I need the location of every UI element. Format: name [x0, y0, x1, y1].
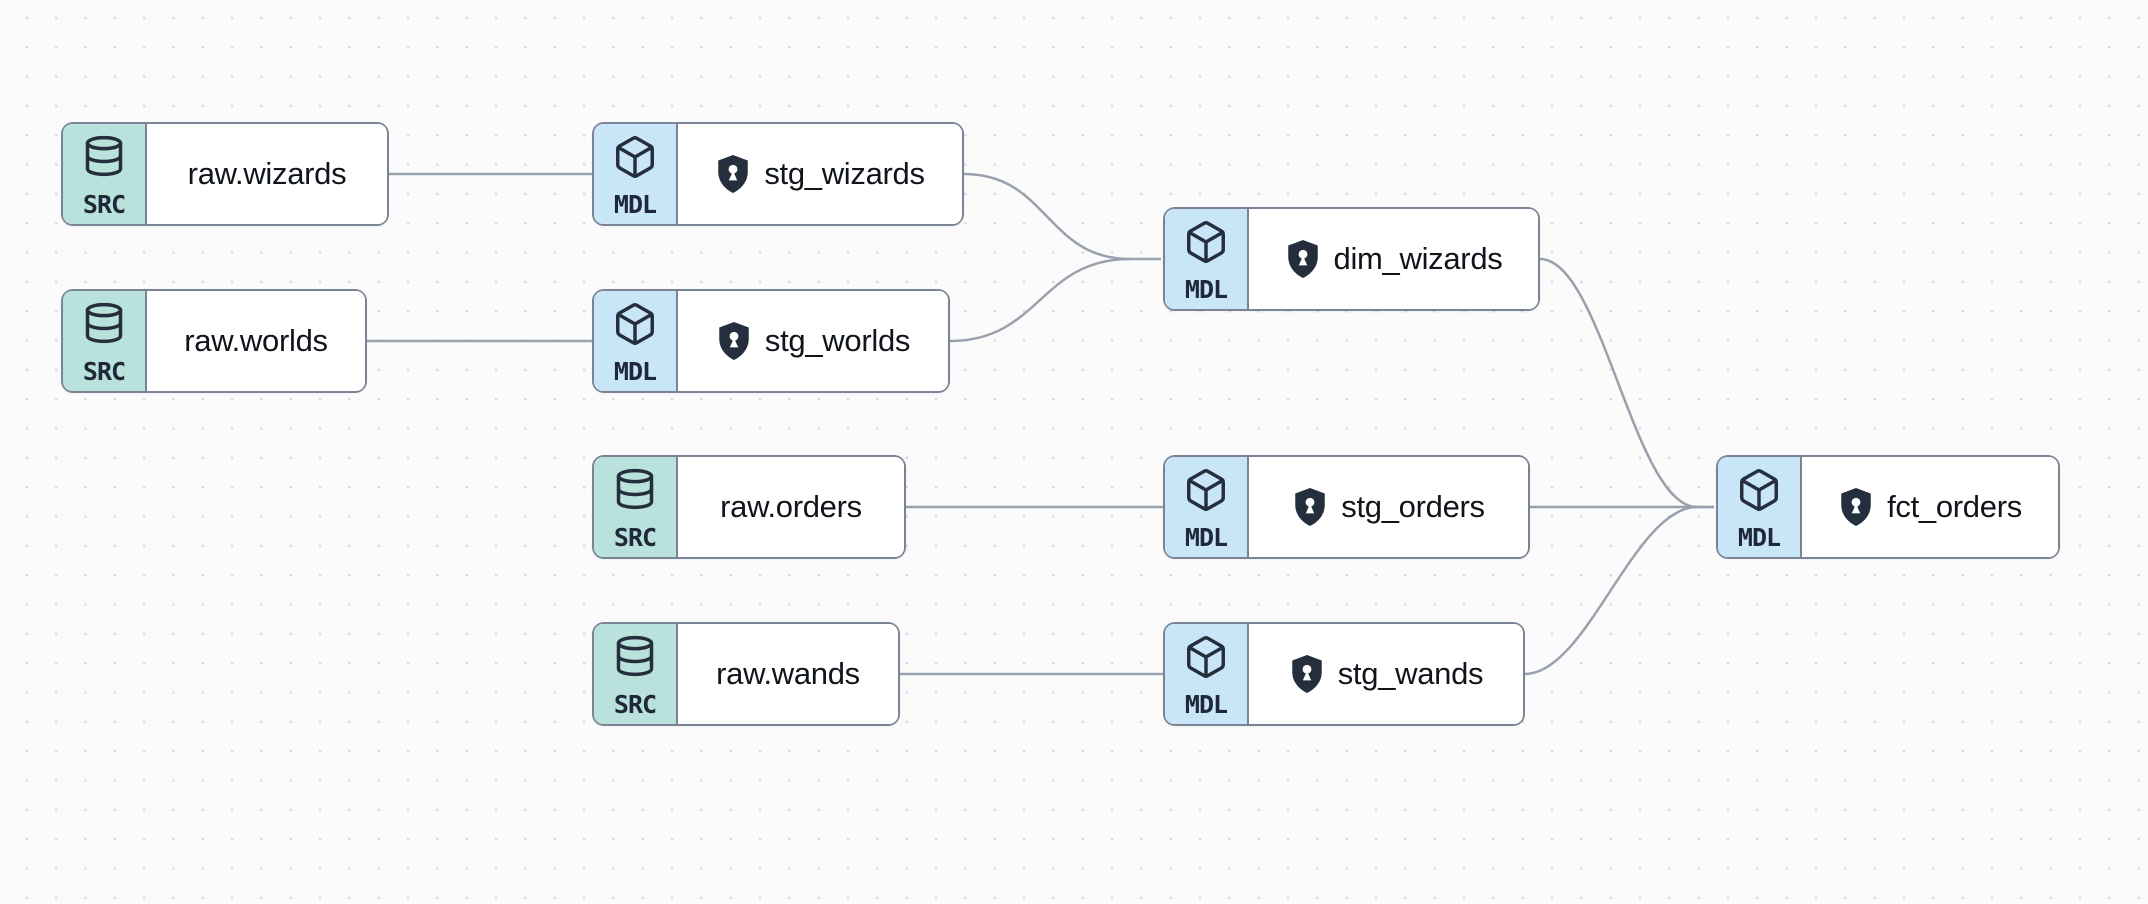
database-icon [613, 634, 657, 678]
node-stg-orders[interactable]: MDL stg_orders [1163, 455, 1530, 559]
node-type-label: SRC [82, 357, 126, 386]
node-type-badge: MDL [1165, 457, 1249, 557]
shield-lock-icon [1285, 239, 1321, 279]
node-type-label: MDL [1184, 690, 1228, 719]
node-type-label: MDL [613, 357, 657, 386]
node-body: raw.worlds [147, 291, 365, 391]
node-body: fct_orders [1802, 457, 2058, 557]
database-icon [82, 134, 126, 178]
node-raw-orders[interactable]: SRC raw.orders [592, 455, 906, 559]
node-type-badge: SRC [594, 624, 678, 724]
edge-dim-wizards-fct-orders [1539, 257, 1714, 509]
node-type-label: MDL [1184, 275, 1228, 304]
node-label: raw.wands [716, 656, 860, 691]
node-label: stg_wizards [764, 156, 925, 191]
node-raw-wands[interactable]: SRC raw.wands [592, 622, 900, 726]
shield-lock-icon [1838, 487, 1874, 527]
database-icon [613, 467, 657, 511]
node-label: raw.wizards [187, 156, 347, 191]
node-type-label: SRC [613, 523, 657, 552]
node-type-badge: SRC [594, 457, 678, 557]
node-label: raw.orders [720, 489, 862, 524]
node-raw-wizards[interactable]: SRC raw.wizards [61, 122, 389, 226]
node-stg-wizards[interactable]: MDL stg_wizards [592, 122, 964, 226]
shield-lock-icon [715, 154, 751, 194]
node-label: fct_orders [1887, 489, 2022, 524]
node-type-label: MDL [613, 190, 657, 219]
node-body: raw.orders [678, 457, 904, 557]
shield-lock-icon [1292, 487, 1328, 527]
edge-stg-wizards-dim-wizards [963, 172, 1161, 261]
node-body: raw.wizards [147, 124, 387, 224]
node-type-badge: MDL [1165, 209, 1249, 309]
node-type-badge: SRC [63, 291, 147, 391]
node-body: stg_wands [1249, 624, 1523, 724]
node-type-badge: MDL [594, 291, 678, 391]
node-type-badge: MDL [594, 124, 678, 224]
node-type-label: SRC [613, 690, 657, 719]
node-type-badge: MDL [1718, 457, 1802, 557]
node-label: dim_wizards [1333, 241, 1503, 276]
cube-icon [1183, 634, 1229, 680]
node-dim-wizards[interactable]: MDL dim_wizards [1163, 207, 1540, 311]
cube-icon [1183, 219, 1229, 265]
node-label: stg_orders [1341, 489, 1485, 524]
node-type-badge: SRC [63, 124, 147, 224]
cube-icon [1183, 467, 1229, 513]
node-label: raw.worlds [184, 323, 328, 358]
node-body: dim_wizards [1249, 209, 1538, 309]
cube-icon [612, 134, 658, 180]
node-type-label: SRC [82, 190, 126, 219]
node-body: stg_worlds [678, 291, 948, 391]
database-icon [82, 301, 126, 345]
edge-stg-worlds-dim-wizards [949, 257, 1131, 343]
node-body: stg_wizards [678, 124, 962, 224]
cube-icon [1736, 467, 1782, 513]
node-body: raw.wands [678, 624, 898, 724]
shield-lock-icon [1289, 654, 1325, 694]
node-fct-orders[interactable]: MDL fct_orders [1716, 455, 2060, 559]
node-stg-worlds[interactable]: MDL stg_worlds [592, 289, 950, 393]
node-stg-wands[interactable]: MDL stg_wands [1163, 622, 1525, 726]
cube-icon [612, 301, 658, 347]
node-raw-worlds[interactable]: SRC raw.worlds [61, 289, 367, 393]
node-type-label: MDL [1737, 523, 1781, 552]
node-label: stg_worlds [764, 323, 911, 358]
node-label: stg_wands [1337, 656, 1484, 691]
edge-stg-wands-fct-orders [1524, 505, 1698, 676]
node-type-badge: MDL [1165, 624, 1249, 724]
shield-lock-icon [716, 321, 752, 361]
node-type-label: MDL [1184, 523, 1228, 552]
node-body: stg_orders [1249, 457, 1528, 557]
